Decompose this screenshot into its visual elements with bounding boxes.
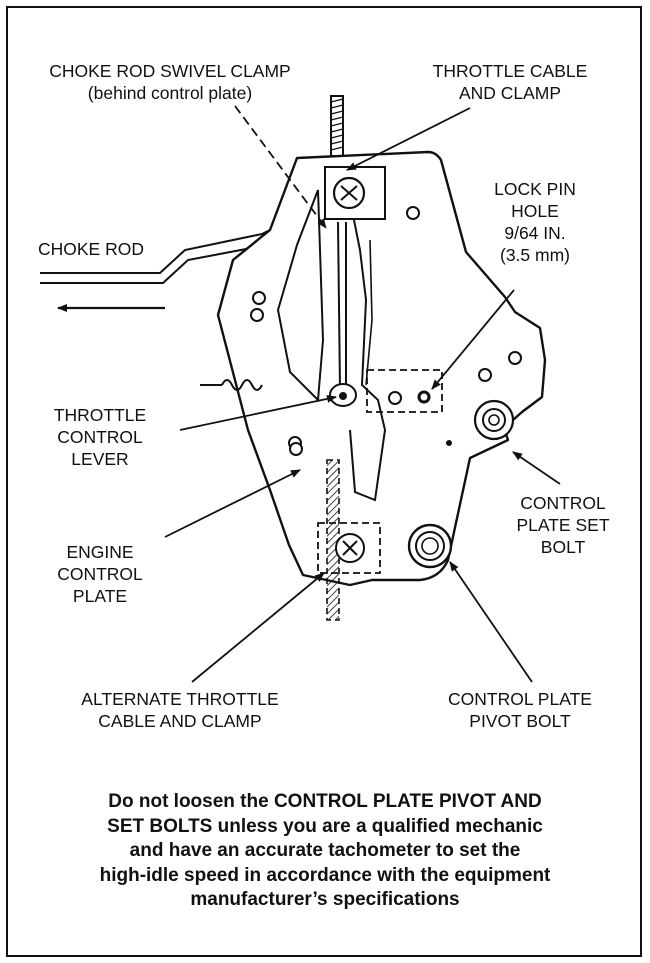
throttle-lever-link xyxy=(329,221,357,407)
label-alternate-throttle-cable: ALTERNATE THROTTLE CABLE AND CLAMP xyxy=(81,689,279,731)
spring xyxy=(200,379,263,391)
label-control-plate-set-bolt: CONTROL PLATE SET BOLT xyxy=(516,493,610,557)
leader-lines xyxy=(164,105,561,683)
label-lock-pin-hole: LOCK PIN HOLE 9/64 IN. (3.5 mm) xyxy=(494,179,576,265)
warning-note: Do not loosen the CONTROL PLATE PIVOT AN… xyxy=(99,791,551,910)
diagram-frame xyxy=(6,6,642,957)
lock-pin-bracket xyxy=(366,369,443,413)
set-bolt xyxy=(473,399,515,441)
label-throttle-cable-clamp: THROTTLE CABLE AND CLAMP xyxy=(432,61,588,103)
label-choke-rod: CHOKE ROD xyxy=(38,239,144,259)
label-control-plate-pivot-bolt: CONTROL PLATE PIVOT BOLT xyxy=(448,689,592,731)
label-throttle-control-lever: THROTTLE CONTROL LEVER xyxy=(53,405,147,469)
plate-holes xyxy=(250,206,522,456)
throttle-cable-rod xyxy=(330,95,344,157)
throttle-clamp xyxy=(324,166,386,220)
pivot-bolt xyxy=(407,523,453,569)
label-engine-control-plate: ENGINE CONTROL PLATE xyxy=(57,542,143,606)
plate-cutout xyxy=(276,189,325,403)
label-choke-rod-swivel-clamp: CHOKE ROD SWIVEL CLAMP (behind control p… xyxy=(49,61,291,103)
alternate-cable xyxy=(317,459,381,621)
